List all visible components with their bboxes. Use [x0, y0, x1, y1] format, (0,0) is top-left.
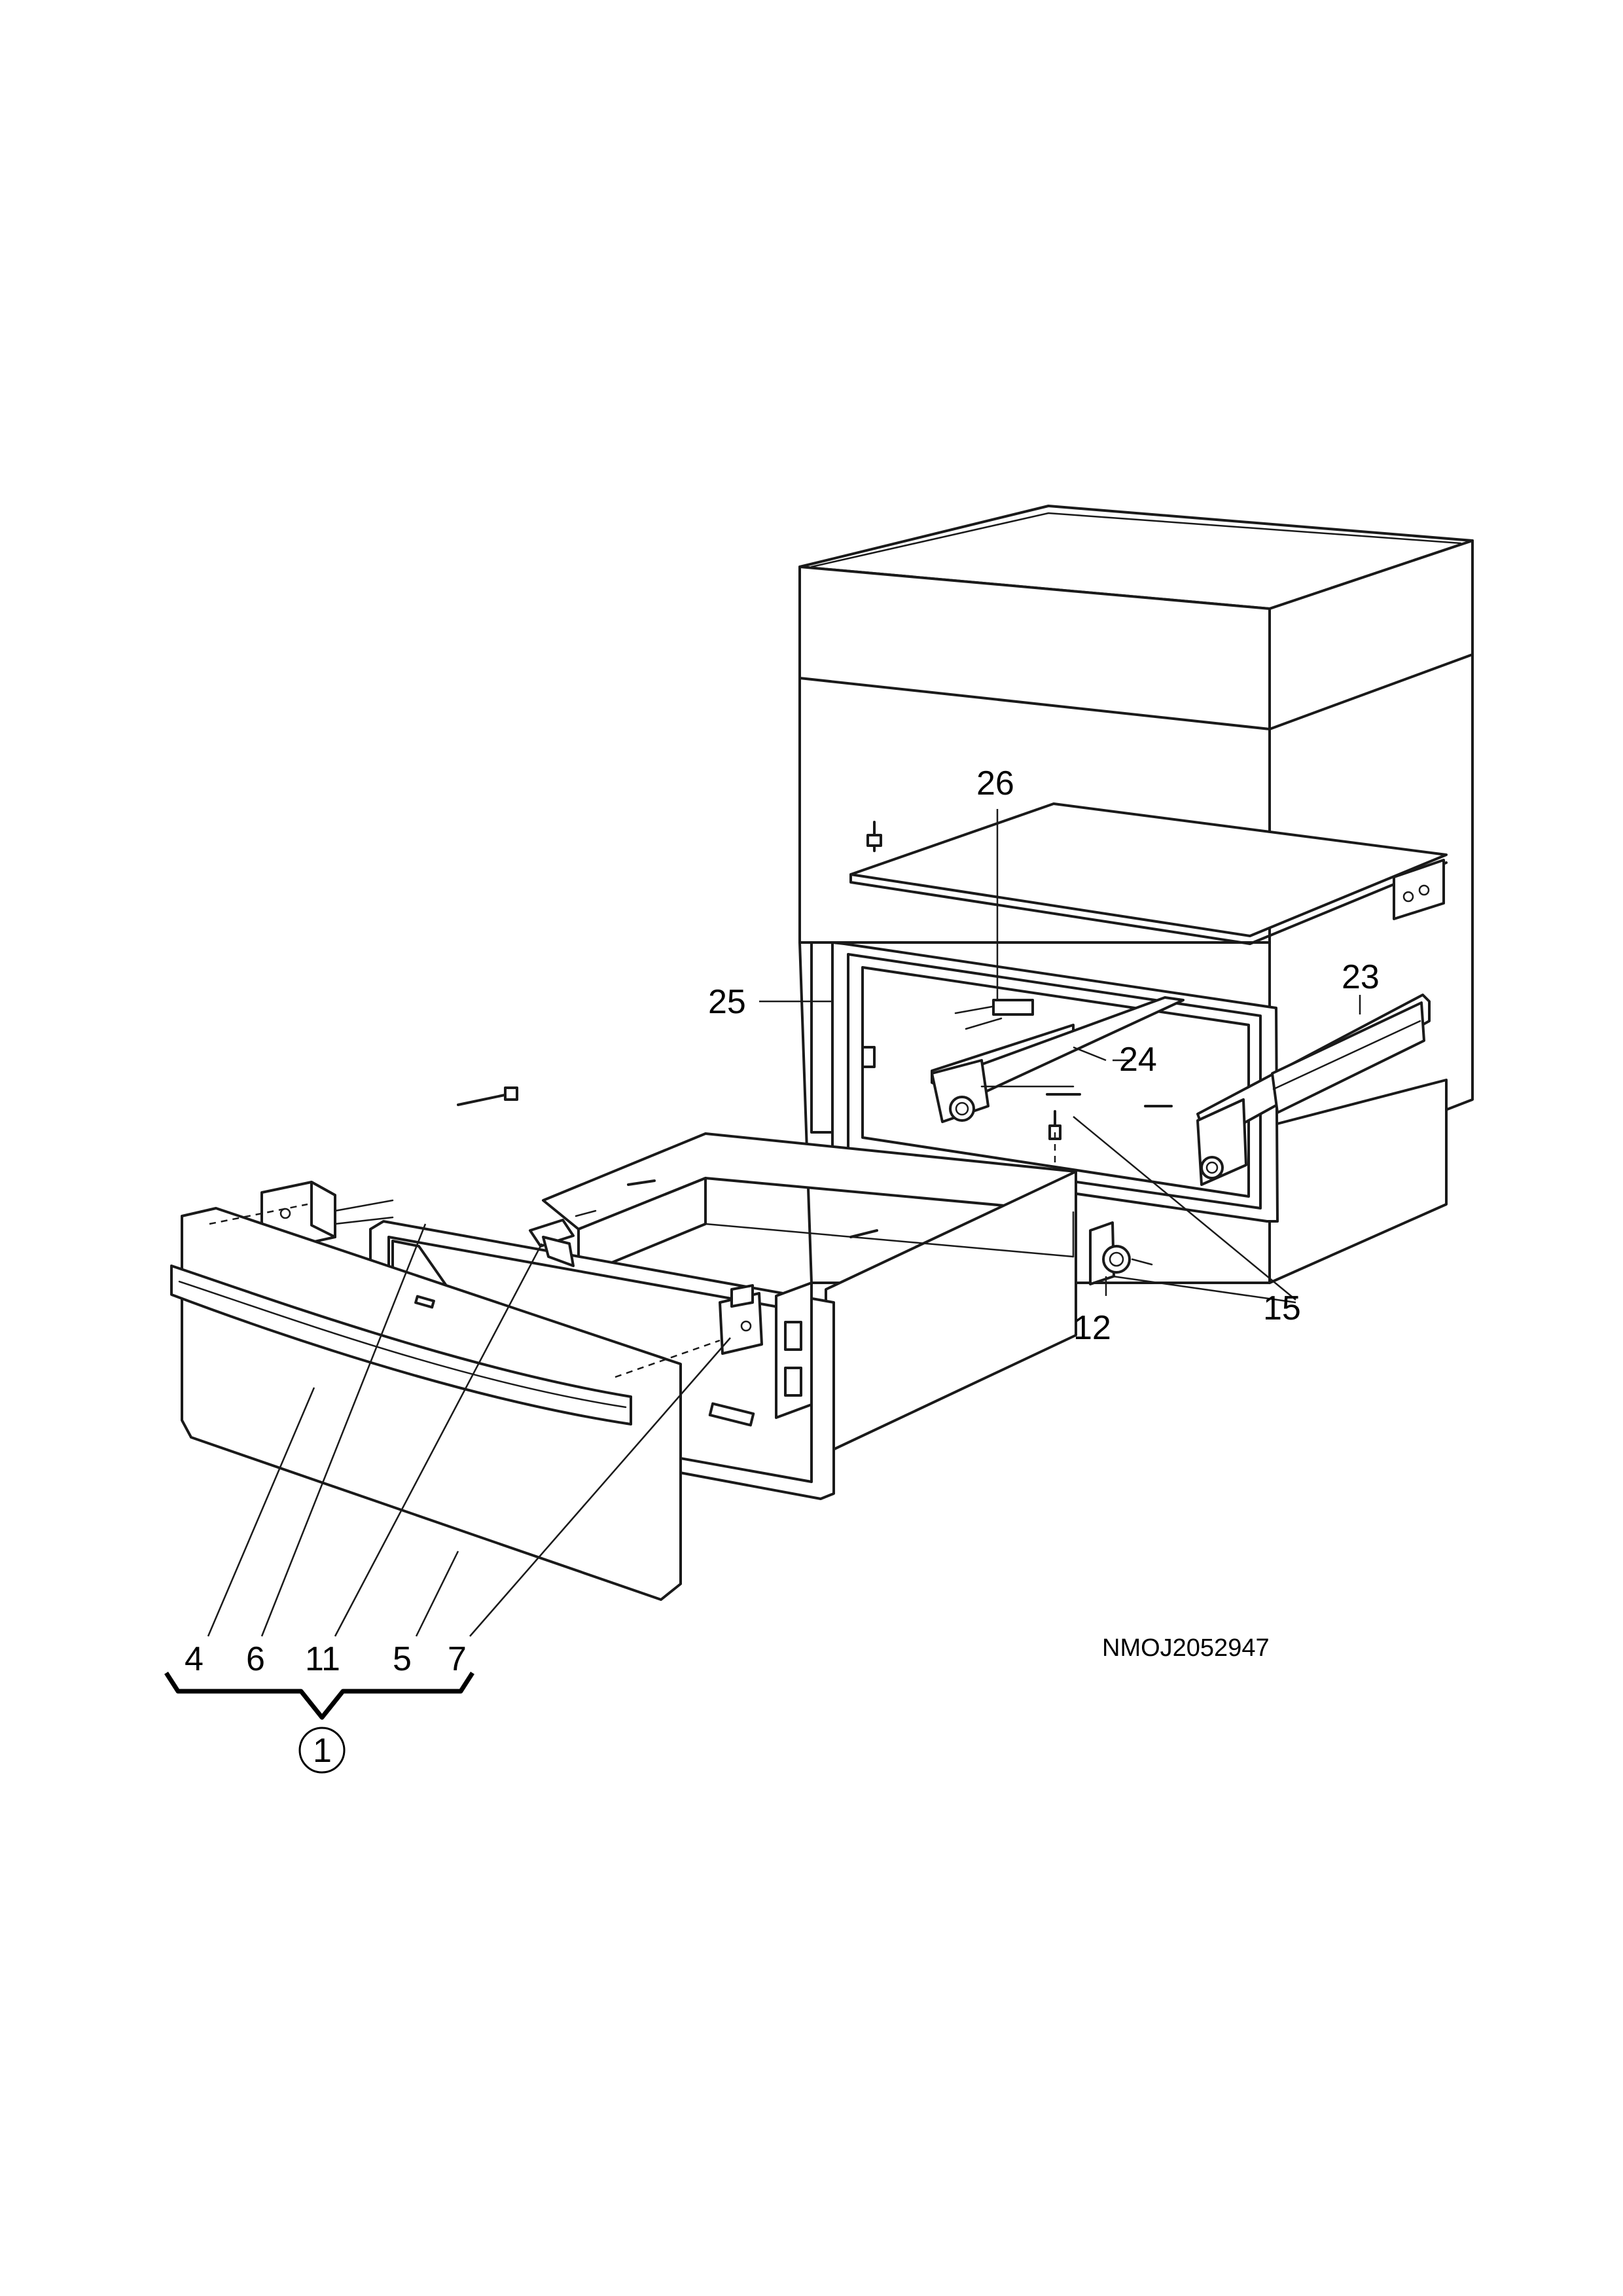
leader-lines — [207, 809, 1361, 1637]
clip-11 — [529, 1210, 597, 1267]
callout-5: 5 — [393, 1640, 412, 1678]
callout-25: 25 — [708, 983, 746, 1021]
callout-23: 23 — [1342, 958, 1380, 996]
callout-26: 26 — [976, 764, 1014, 802]
callout-24: 24 — [1119, 1041, 1157, 1079]
assembly-circle — [298, 1727, 346, 1774]
assembly-brace: 1 — [164, 1672, 474, 1774]
drawer-frame — [831, 941, 1279, 1223]
drawer-screws — [457, 1086, 878, 1238]
callout-6: 6 — [246, 1640, 265, 1678]
drawer-front-panel — [170, 1203, 721, 1601]
callout-15: 15 — [1263, 1289, 1301, 1327]
callout-4: 4 — [185, 1640, 204, 1678]
callout-12: 12 — [1073, 1309, 1111, 1347]
callout-labels: 26 25 23 24 12 15 4 6 11 5 7 — [185, 764, 1380, 1678]
drawing-code: NMOJ2052947 — [1102, 1634, 1270, 1662]
bracket-26 — [954, 999, 1034, 1030]
right-rail — [1196, 994, 1431, 1186]
shelf-plate — [849, 802, 1448, 945]
callout-7: 7 — [448, 1640, 467, 1678]
assembly-number: 1 — [313, 1732, 332, 1770]
left-rail — [931, 996, 1185, 1123]
callout-11: 11 — [305, 1640, 340, 1678]
